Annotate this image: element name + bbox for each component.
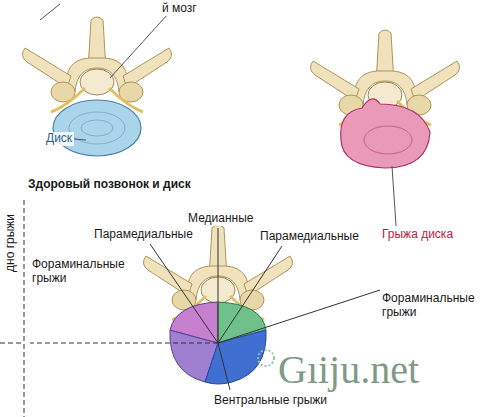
- type-label: Вентральные грыжи: [212, 394, 329, 408]
- part-label: Диск: [44, 132, 74, 146]
- axis-label: дно грыжи: [4, 214, 18, 272]
- type-label: Фораминальные грыжи: [30, 258, 134, 286]
- type-label: Парамедиальные: [258, 230, 361, 244]
- type-label: Медианные: [186, 212, 255, 226]
- watermark: Gıiju.net: [276, 350, 421, 390]
- part-label: Грыжа диска: [380, 228, 455, 242]
- type-label: Фораминальные грыжи: [380, 292, 484, 320]
- type-label: Парамедиальные: [92, 228, 195, 242]
- caption-label: Здоровый позвонок и диск: [26, 178, 193, 192]
- structure-label: й мозг: [160, 2, 199, 16]
